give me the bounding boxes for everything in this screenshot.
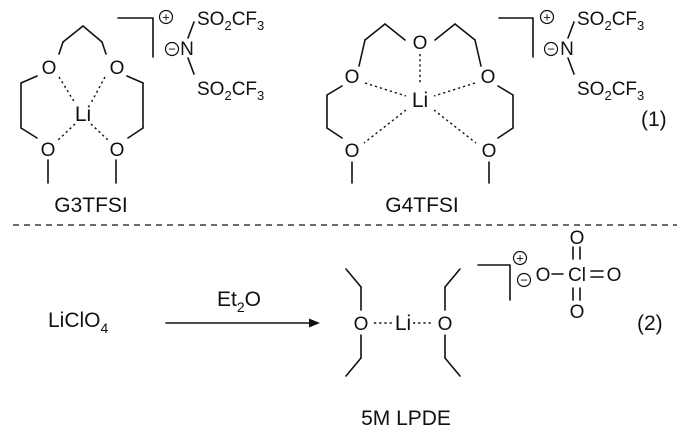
perchlorate-oxygen-right: O bbox=[607, 265, 622, 286]
g4-bonds bbox=[326, 23, 514, 184]
g4-lithium: Li bbox=[412, 89, 428, 112]
g4-oxygen-lower-right: O bbox=[482, 141, 497, 162]
perchlorate-oxygen-bottom: O bbox=[570, 302, 585, 323]
g3-oxygen-top-right: O bbox=[110, 58, 125, 79]
g4-so2cf3-bottom: SO2CF3 bbox=[577, 79, 644, 103]
lpde-oxygen-right: O bbox=[438, 314, 453, 335]
g4-minus-charge: − bbox=[543, 42, 559, 57]
g4-coordination-bonds bbox=[363, 54, 477, 144]
g4-plus-charge: + bbox=[539, 10, 555, 25]
lpde-minus-sign: − bbox=[520, 273, 528, 288]
g4-oxygen-upper-left: O bbox=[345, 67, 360, 88]
equation-number-2: (2) bbox=[637, 312, 663, 335]
g3tfsi-label: G3TFSI bbox=[54, 194, 128, 217]
g4-oxygen-lower-left: O bbox=[345, 141, 360, 162]
equation-number-1: (1) bbox=[641, 108, 667, 131]
lpde-bonds bbox=[345, 268, 461, 377]
lpde-oxygen-left: O bbox=[354, 314, 369, 335]
g3-lithium: Li bbox=[75, 103, 91, 126]
lpde-lithium: Li bbox=[395, 312, 411, 335]
g4-plus-sign: + bbox=[543, 10, 551, 25]
g3-nitrogen: N bbox=[180, 39, 194, 60]
g3-oxygen-bottom-right: O bbox=[110, 140, 125, 161]
g3-oxygen-top-left: O bbox=[42, 58, 57, 79]
g3-bracket bbox=[117, 17, 154, 58]
perchlorate-oxygen-top: O bbox=[570, 228, 585, 249]
g3-coordination-bonds bbox=[56, 76, 110, 142]
reaction-arrow bbox=[165, 318, 320, 328]
g3tfsi-structure: O O O O Li + − N SO2CF3 SO2CF3 G3TFSI bbox=[20, 9, 264, 217]
g3-so2cf3-top: SO2CF3 bbox=[197, 9, 264, 33]
perchlorate-oxygen-left: O bbox=[536, 265, 551, 286]
perchlorate-anion: O Cl O O O bbox=[536, 228, 622, 323]
lpde-plus-charge: + bbox=[512, 251, 528, 266]
lpde-plus-sign: + bbox=[516, 251, 524, 266]
g3-plus-sign: + bbox=[162, 10, 170, 25]
g4-oxygen-top: O bbox=[413, 33, 428, 54]
lpde-minus-charge: − bbox=[516, 273, 532, 288]
g3-minus-charge: − bbox=[164, 42, 180, 57]
g3-so2cf3-bottom: SO2CF3 bbox=[197, 79, 264, 103]
reactant-liclo4: LiClO4 bbox=[48, 309, 109, 336]
g3-bonds bbox=[20, 25, 144, 184]
g4-minus-sign: − bbox=[547, 42, 555, 57]
g3-oxygen-bottom-left: O bbox=[41, 140, 56, 161]
reaction-2: LiClO4 Et2O O O Li + bbox=[48, 228, 621, 430]
g4-nitrogen: N bbox=[560, 39, 574, 60]
perchlorate-chlorine: Cl bbox=[568, 265, 586, 286]
g4-so2cf3-top: SO2CF3 bbox=[577, 9, 644, 33]
g3-plus-charge: + bbox=[158, 10, 174, 25]
g3-minus-sign: − bbox=[168, 42, 176, 57]
lpde-bracket bbox=[477, 264, 511, 301]
g4-bracket bbox=[498, 17, 534, 58]
g4-oxygen-upper-right: O bbox=[481, 67, 496, 88]
g4tfsi-structure: O O O O O Li + − N SO2CF3 SO2CF3 G4TFSI bbox=[326, 9, 644, 217]
solvent-et2o: Et2O bbox=[217, 288, 261, 315]
lpde-label: 5M LPDE bbox=[361, 407, 451, 430]
g4tfsi-label: G4TFSI bbox=[385, 194, 459, 217]
